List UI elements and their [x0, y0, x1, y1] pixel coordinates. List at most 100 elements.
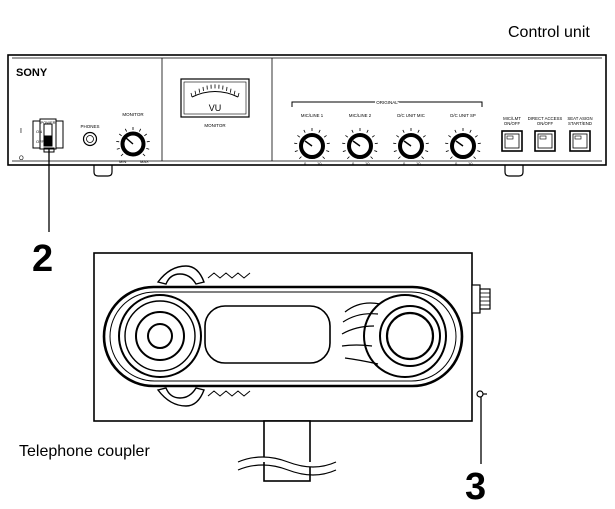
scale-tick [370, 156, 374, 160]
phones-jack-inner [86, 135, 94, 143]
scale-tick [345, 135, 349, 138]
cable-break-2 [237, 464, 337, 476]
power-off-label: OFF [36, 139, 45, 144]
button-inner [537, 133, 553, 149]
channel-knob[interactable]: D/C UNIT MIC 0 10 [393, 113, 429, 166]
vu-caption: MONITOR [204, 123, 226, 128]
scale-tick [474, 135, 478, 138]
scale-tick [297, 135, 301, 138]
channel-knob-label: D/C UNIT SP [450, 113, 476, 118]
scale-tick [477, 150, 481, 152]
scale-tick [366, 129, 369, 133]
scale-tick [469, 129, 472, 133]
function-button-label: SEAT ASIGN [567, 116, 592, 121]
vu-scale-tick [226, 86, 228, 91]
channel-knob-label: MIC/LINE 2 [349, 113, 372, 118]
scale-tick [351, 129, 354, 133]
brand-logo: SONY [16, 67, 48, 79]
scale-tick [116, 147, 120, 150]
channel-knob[interactable]: D/C UNIT SP 0 10 [445, 113, 481, 166]
scale-tick [473, 156, 477, 160]
original-bracket [291, 101, 483, 107]
scale-tick [124, 128, 128, 132]
scale-tick [371, 135, 375, 138]
scale-tick [298, 156, 302, 160]
coupler-window [204, 305, 331, 364]
mouthpiece-grille [341, 302, 381, 365]
knob-max-label: 10 [365, 161, 370, 166]
scale-tick [342, 150, 346, 152]
button-led [539, 135, 547, 140]
vu-scale-tick [233, 90, 236, 95]
vu-meter [180, 78, 250, 118]
vu-scale-tick [229, 88, 232, 93]
power-symbol-off: O [19, 156, 24, 162]
sound-wave-top [207, 272, 251, 279]
coupler-side-knob[interactable] [479, 288, 491, 310]
function-button-label: DIRECT ACCESS [528, 116, 563, 121]
scale-tick [119, 133, 122, 137]
scale-tick [346, 156, 350, 160]
callout-2-leader [43, 147, 55, 153]
phones-label: PHONES [80, 124, 99, 129]
button-inner [504, 133, 520, 149]
cable-break-1 [237, 456, 337, 468]
monitor-max-label: MAX [140, 159, 149, 164]
channel-knob-label: D/C UNIT MIC [397, 113, 425, 118]
handset-top-icon [156, 265, 205, 285]
coupler-jack[interactable] [476, 390, 484, 398]
coupler-stand [263, 420, 311, 482]
callout-2: 2 [32, 238, 54, 280]
knob-max-label: 10 [468, 161, 473, 166]
knob-min-label: 0 [455, 161, 458, 166]
scale-tick [146, 147, 150, 150]
scale-tick [422, 135, 426, 138]
power-switch[interactable] [32, 118, 64, 150]
vu-label: VU [209, 103, 222, 113]
foot-left [93, 165, 113, 177]
scale-tick [421, 156, 425, 160]
earpiece-center [147, 323, 173, 349]
knob-max-label: 10 [416, 161, 421, 166]
monitor-min-label: MIN [119, 159, 126, 164]
scale-tick [454, 129, 457, 133]
mouthpiece-center [385, 311, 435, 361]
function-button-label: MIC/LMT [503, 116, 521, 121]
handset-bottom-icon [156, 387, 205, 407]
scale-tick [294, 150, 298, 152]
knob-min-label: 0 [304, 161, 307, 166]
function-button-sublabel: ON/OFF [504, 121, 521, 126]
scale-tick [397, 156, 401, 160]
scale-tick [120, 153, 124, 157]
sound-wave-bottom [207, 390, 251, 397]
telephone-coupler [93, 252, 491, 482]
vu-scale-tick [202, 86, 204, 91]
scale-tick [449, 156, 453, 160]
scale-tick [144, 133, 147, 137]
power-label: POWER [40, 120, 55, 125]
scale-tick [448, 135, 452, 138]
knob-pointer [455, 140, 464, 147]
scale-tick [374, 150, 378, 152]
function-button-sublabel: ON/OFF [537, 121, 554, 126]
vu-scale-tick [194, 90, 197, 95]
button-inner [572, 133, 588, 149]
button-led [574, 135, 582, 140]
callout-3: 3 [465, 466, 487, 508]
power-on-label: ON [36, 129, 42, 134]
scale-tick [396, 135, 400, 138]
knob-min-label: 0 [403, 161, 406, 166]
control-unit-caption: Control unit [508, 24, 590, 41]
telephone-coupler-caption: Telephone coupler [19, 443, 150, 460]
coupler-side-knob-base [471, 284, 481, 314]
knob-max-label: 10 [317, 161, 322, 166]
scale-tick [323, 135, 327, 138]
